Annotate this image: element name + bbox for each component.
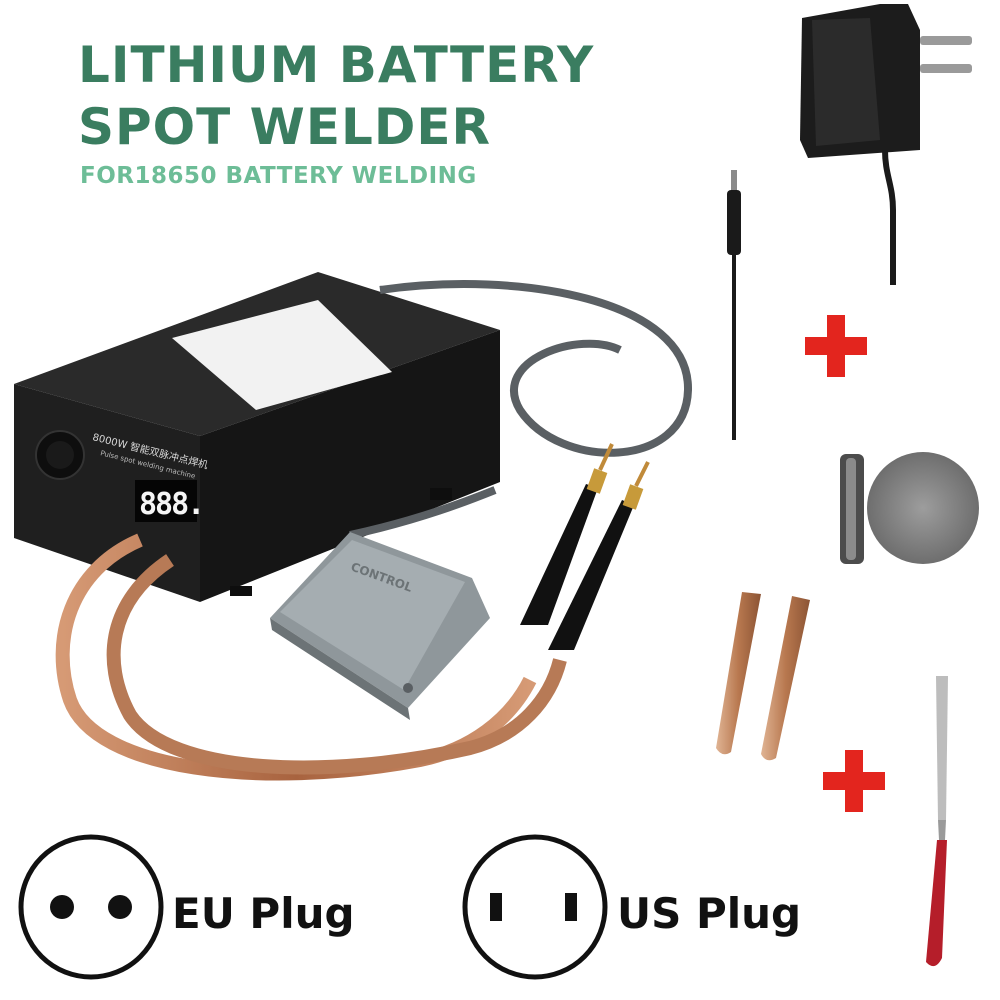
led-display: 888. bbox=[139, 487, 203, 522]
plus-sign-1 bbox=[805, 315, 867, 377]
copper-welding-cables bbox=[55, 533, 567, 781]
us-plug-icon bbox=[462, 834, 608, 980]
plus-sign-2 bbox=[823, 750, 885, 812]
file-tool bbox=[926, 676, 948, 967]
welding-pens bbox=[520, 443, 650, 650]
foot-pedal bbox=[270, 532, 490, 720]
title-line-1: LITHIUM BATTERY bbox=[78, 36, 595, 94]
subtitle: FOR18650 BATTERY WELDING bbox=[80, 163, 477, 189]
welder-unit bbox=[14, 272, 500, 602]
eu-plug-label: EU Plug bbox=[172, 889, 355, 938]
eu-plug-icon bbox=[18, 834, 164, 980]
us-plug-label: US Plug bbox=[617, 889, 802, 938]
power-adapter bbox=[800, 4, 972, 285]
dc-cable bbox=[727, 170, 741, 440]
title-line-2: SPOT WELDER bbox=[78, 98, 492, 156]
magnet-and-felt-pad bbox=[840, 452, 979, 564]
control-cable bbox=[349, 280, 693, 539]
copper-electrodes bbox=[716, 592, 810, 761]
